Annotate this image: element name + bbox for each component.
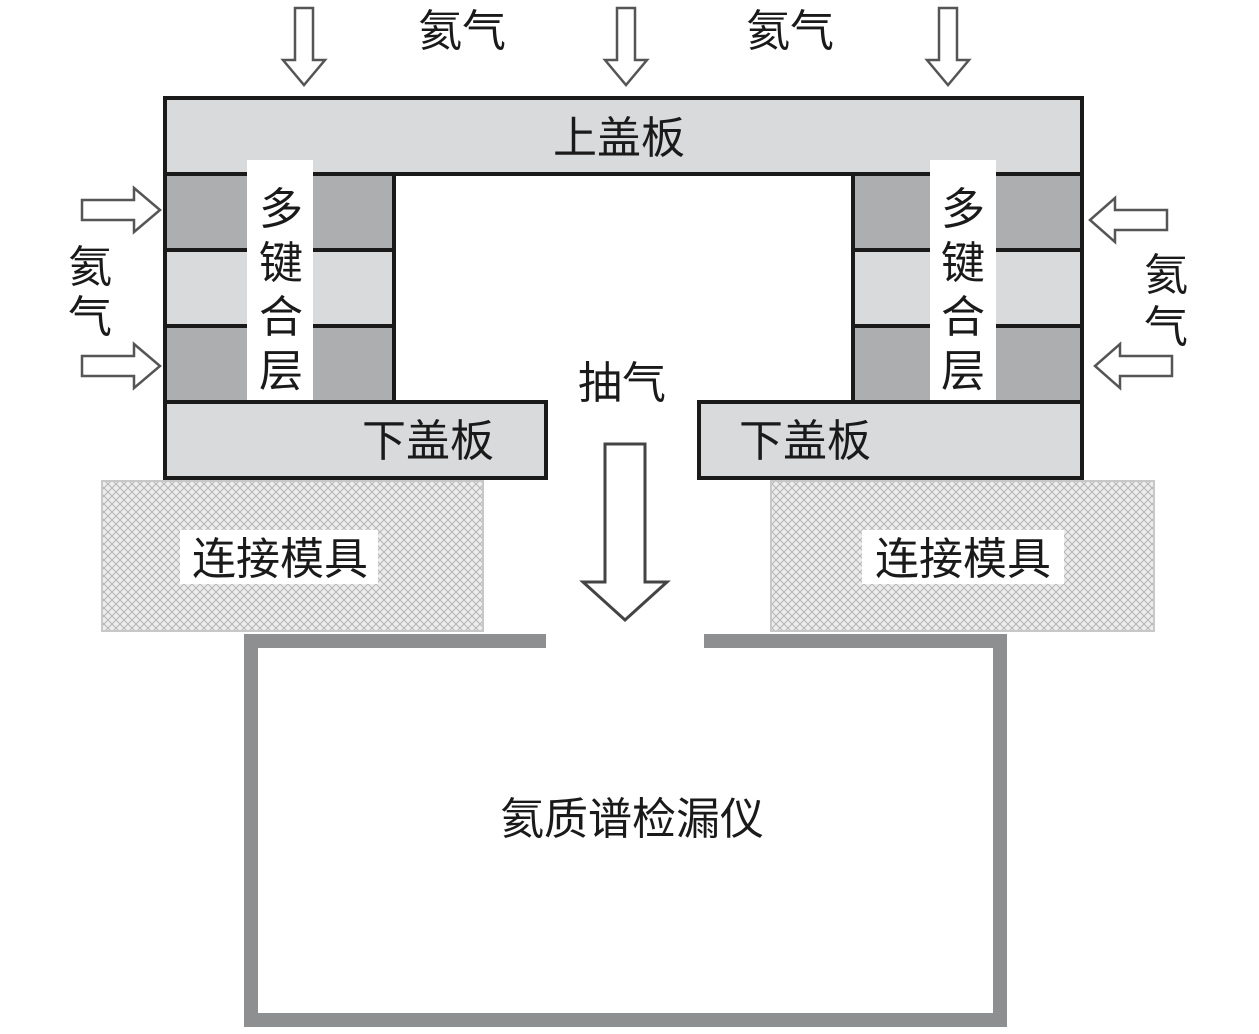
upper-cover-plate	[163, 96, 1084, 176]
helium-arrow-left-upper	[80, 185, 162, 235]
multi-bond-right-char-4: 层	[941, 346, 985, 397]
helium-label-left-1: 氦	[68, 242, 112, 293]
lower-cover-left-label: 下盖板	[362, 416, 494, 467]
multi-bond-left-char-1: 多	[259, 184, 303, 235]
helium-label-right-2: 气	[1144, 302, 1188, 353]
helium-arrow-left-lower	[80, 341, 162, 391]
helium-label-left-2: 气	[68, 292, 112, 343]
multi-bond-right-char-3: 合	[941, 292, 985, 343]
connecting-mold-right-label: 连接模具	[875, 534, 1051, 585]
connecting-mold-left-label: 连接模具	[192, 534, 368, 585]
helium-arrow-right-lower	[1093, 341, 1174, 391]
pump-arrow-icon	[579, 442, 671, 623]
leak-detector-box	[244, 634, 1007, 1027]
helium-label-right-1: 氦	[1144, 250, 1188, 301]
multi-bond-layer-left	[163, 160, 396, 412]
multi-bond-left-char-4: 层	[259, 346, 303, 397]
pump-label: 抽气	[578, 358, 666, 409]
helium-arrow-top-1	[280, 6, 328, 87]
upper-cover-label: 上盖板	[553, 113, 685, 164]
helium-arrow-top-2	[602, 6, 650, 87]
lower-cover-right-label: 下盖板	[739, 416, 871, 467]
helium-arrow-top-3	[924, 6, 972, 87]
helium-label-top-left: 氦气	[418, 6, 506, 57]
multi-bond-left-char-3: 合	[259, 292, 303, 343]
helium-label-top-right: 氦气	[746, 6, 834, 57]
lower-cover-plate-right	[697, 400, 1084, 480]
multi-bond-left-char-2: 键	[259, 238, 303, 289]
leak-detector-label: 氦质谱检漏仪	[500, 794, 764, 845]
lower-cover-plate-left	[163, 400, 548, 480]
multi-bond-layer-right	[851, 160, 1084, 412]
helium-arrow-right-upper	[1088, 195, 1169, 245]
multi-bond-right-char-2: 键	[941, 238, 985, 289]
multi-bond-right-char-1: 多	[941, 184, 985, 235]
